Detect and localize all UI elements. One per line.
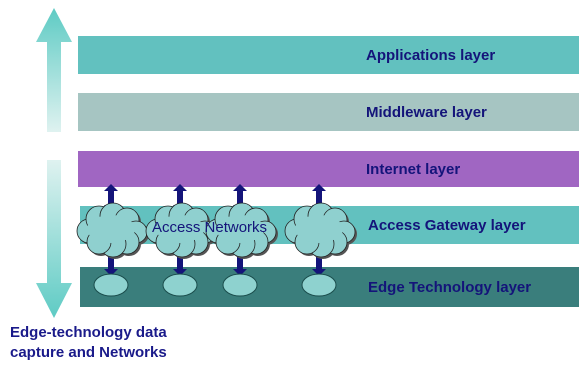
access-network-cloud-icon (205, 202, 278, 259)
upward-arrow-icon (36, 8, 72, 132)
edge-node-icon (162, 273, 198, 297)
access-network-cloud-icon (76, 202, 149, 259)
access-network-cloud-icon (145, 202, 218, 259)
caption-line-2: capture and Networks (10, 344, 167, 361)
applications-layer-label: Applications layer (366, 46, 496, 64)
caption-line-1: Edge-technology data (10, 324, 167, 341)
edge-technology-caption: Edge-technology data capture and Network… (10, 323, 167, 363)
edge-node-icon (222, 273, 258, 297)
access-gateway-layer-label: Access Gateway layer (368, 216, 526, 234)
edge-node-icon (301, 273, 337, 297)
middleware-layer-band: Middleware layer (78, 93, 579, 131)
access-network-cloud-icon (284, 202, 357, 259)
edge-node-icon (93, 273, 129, 297)
downward-arrow-icon (36, 160, 72, 318)
edge-nodes (93, 273, 337, 297)
access-network-clouds (76, 202, 357, 259)
edge-technology-layer-label: Edge Technology layer (368, 278, 532, 296)
internet-layer-band: Internet layer (78, 151, 579, 187)
access-networks-label: Access Networks (152, 219, 268, 236)
internet-layer-label: Internet layer (366, 160, 461, 178)
applications-layer-band: Applications layer (78, 36, 579, 74)
middleware-layer-label: Middleware layer (366, 103, 487, 121)
